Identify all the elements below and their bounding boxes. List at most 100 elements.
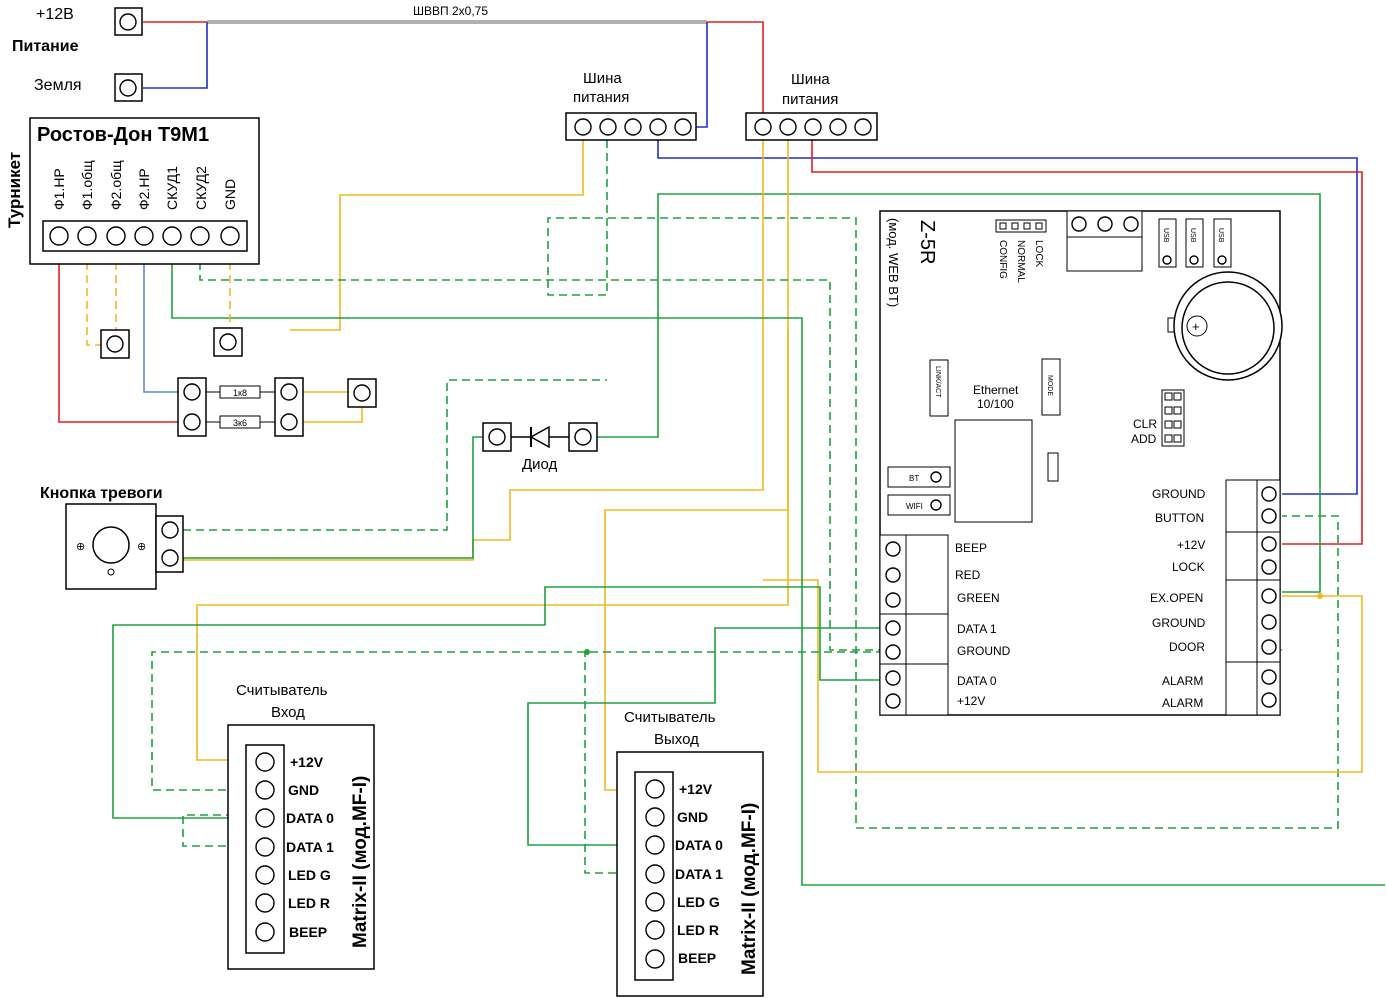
resistor-2-label: 3к6 — [233, 418, 247, 428]
jumper-label: NORMAL — [1015, 240, 1026, 283]
terminal-screw — [885, 670, 901, 686]
jumper-block — [995, 219, 1047, 233]
bus-left-line2: питания — [573, 89, 629, 106]
wire-f1np-red — [58, 236, 192, 423]
reader-out: Считыватель Выход +12V GND DATA 0 DATA 1… — [616, 709, 764, 997]
reader-pin-label: GND — [288, 782, 319, 798]
link-act-led — [929, 359, 949, 417]
wire-f1common — [86, 236, 115, 346]
alarm-screw-icon: ⊕ — [76, 541, 85, 553]
reader-pin-label: LED G — [288, 867, 331, 883]
wire-button-dashed — [547, 127, 1339, 829]
terminal-label: GROUND — [957, 644, 1011, 658]
bus-terminal — [754, 118, 772, 136]
bus-terminal — [624, 118, 642, 136]
reader-terminal — [255, 865, 275, 885]
wire-alarm-diode — [183, 436, 497, 559]
controller-submodel: (мод. WEB BT) — [886, 218, 901, 307]
terminal-label: EX.OPEN — [1150, 591, 1203, 605]
reader-terminal — [645, 807, 665, 827]
reader-in-model: Matrix-II (мод.MF-I) — [350, 776, 371, 948]
terminal-label: ALARM — [1162, 674, 1203, 688]
wire-exopen-yellow — [763, 579, 1363, 773]
jumper-label: CONFIG — [997, 240, 1008, 279]
alarm-screw-icon: ⊕ — [137, 541, 146, 553]
wire-ground-source — [143, 22, 208, 89]
jumper-terminal-screw — [219, 333, 237, 351]
top-screw — [1097, 216, 1113, 232]
resistor-screw — [183, 413, 201, 431]
reader-pin-label: DATA 1 — [286, 839, 334, 855]
resistor-screw — [280, 413, 298, 431]
diode: Диод — [482, 422, 598, 473]
bus-right-line2: питания — [782, 91, 838, 108]
turnstile-terminal — [162, 226, 182, 246]
clr-label: CLR — [1133, 417, 1157, 431]
diode-symbol — [529, 425, 550, 449]
resistor-2 — [219, 415, 261, 429]
terminal-label: +12V — [957, 694, 985, 708]
terminal-screw — [1261, 559, 1277, 575]
jumper-pin — [1011, 222, 1019, 230]
reader-terminal — [255, 922, 275, 942]
turnstile-pin-label: Ф1.НР — [51, 168, 67, 210]
terminal-label: ALARM — [1162, 696, 1203, 710]
header-pin — [1164, 420, 1173, 429]
terminal-screw — [1261, 669, 1277, 685]
turnstile-terminal — [190, 226, 210, 246]
turnstile-pin-label: СКУД1 — [164, 166, 180, 210]
bus-terminal — [829, 118, 847, 136]
ground-terminal-screw — [119, 79, 137, 97]
diode-label: Диод — [522, 456, 558, 473]
terminal-label: DATA 1 — [957, 622, 997, 636]
mode-button — [1041, 358, 1061, 416]
usb-port — [1158, 218, 1177, 268]
controller: Z-5R (мод. WEB BT) LOCK NORMAL CONFIG US… — [879, 210, 1283, 716]
bus-terminal — [804, 118, 822, 136]
resistor-1-label: 1к8 — [233, 388, 247, 398]
jumper-terminal-screw — [106, 335, 124, 353]
small-component — [1047, 452, 1059, 482]
turnstile-title: Ростов-Дон Т9М1 — [37, 124, 209, 146]
reader-pin-label: BEEP — [678, 950, 716, 966]
usb-led — [1162, 255, 1172, 265]
ethernet-label: Ethernet — [973, 383, 1019, 397]
bt-led — [930, 471, 942, 483]
header-pin — [1173, 392, 1182, 401]
wire-reader-in-12v — [196, 330, 789, 761]
reader-terminal — [645, 949, 665, 969]
reader-terminal — [645, 779, 665, 799]
wire-reader-in-data0 — [112, 586, 893, 819]
terminal-screw — [885, 592, 901, 608]
wire-plus12-to-bus — [707, 21, 764, 127]
top-screw — [1123, 216, 1139, 232]
bus-terminal — [599, 118, 617, 136]
left-terminal-screws — [885, 541, 901, 709]
battery-plus-sign: + — [1192, 319, 1200, 334]
reader-terminal — [255, 837, 275, 857]
jumper-pin — [1035, 222, 1043, 230]
mode-label: MODE — [1046, 375, 1053, 396]
power-bus-right: Шина питания — [745, 71, 878, 141]
wire-bus-plus12-controller — [811, 127, 1363, 545]
reader-pin-label: BEEP — [289, 924, 327, 940]
terminal-screw — [1261, 588, 1277, 604]
turnstile-side-label: Турникет — [5, 152, 24, 228]
reader-terminal — [645, 920, 665, 940]
turnstile-terminal — [77, 226, 97, 246]
turnstile-terminal — [134, 226, 154, 246]
wifi-led — [930, 499, 942, 511]
reader-in-subtitle: Вход — [271, 704, 305, 721]
terminal-screw — [1261, 508, 1277, 524]
wire-ground-to-bus — [683, 22, 708, 128]
diode-screw — [574, 428, 592, 446]
controller-model: Z-5R — [916, 220, 938, 264]
usb-label: USB — [1217, 228, 1224, 243]
bt-label: BT — [909, 474, 919, 483]
jumper-pin — [999, 222, 1007, 230]
turnstile: Турникет Ростов-Дон Т9М1 Ф1.НР Ф1.общ Ф2… — [5, 117, 260, 265]
reader-pin-label: DATA 0 — [286, 810, 334, 826]
wire-skud1-green — [171, 236, 1385, 886]
wifi-label: WIFI — [906, 502, 923, 511]
